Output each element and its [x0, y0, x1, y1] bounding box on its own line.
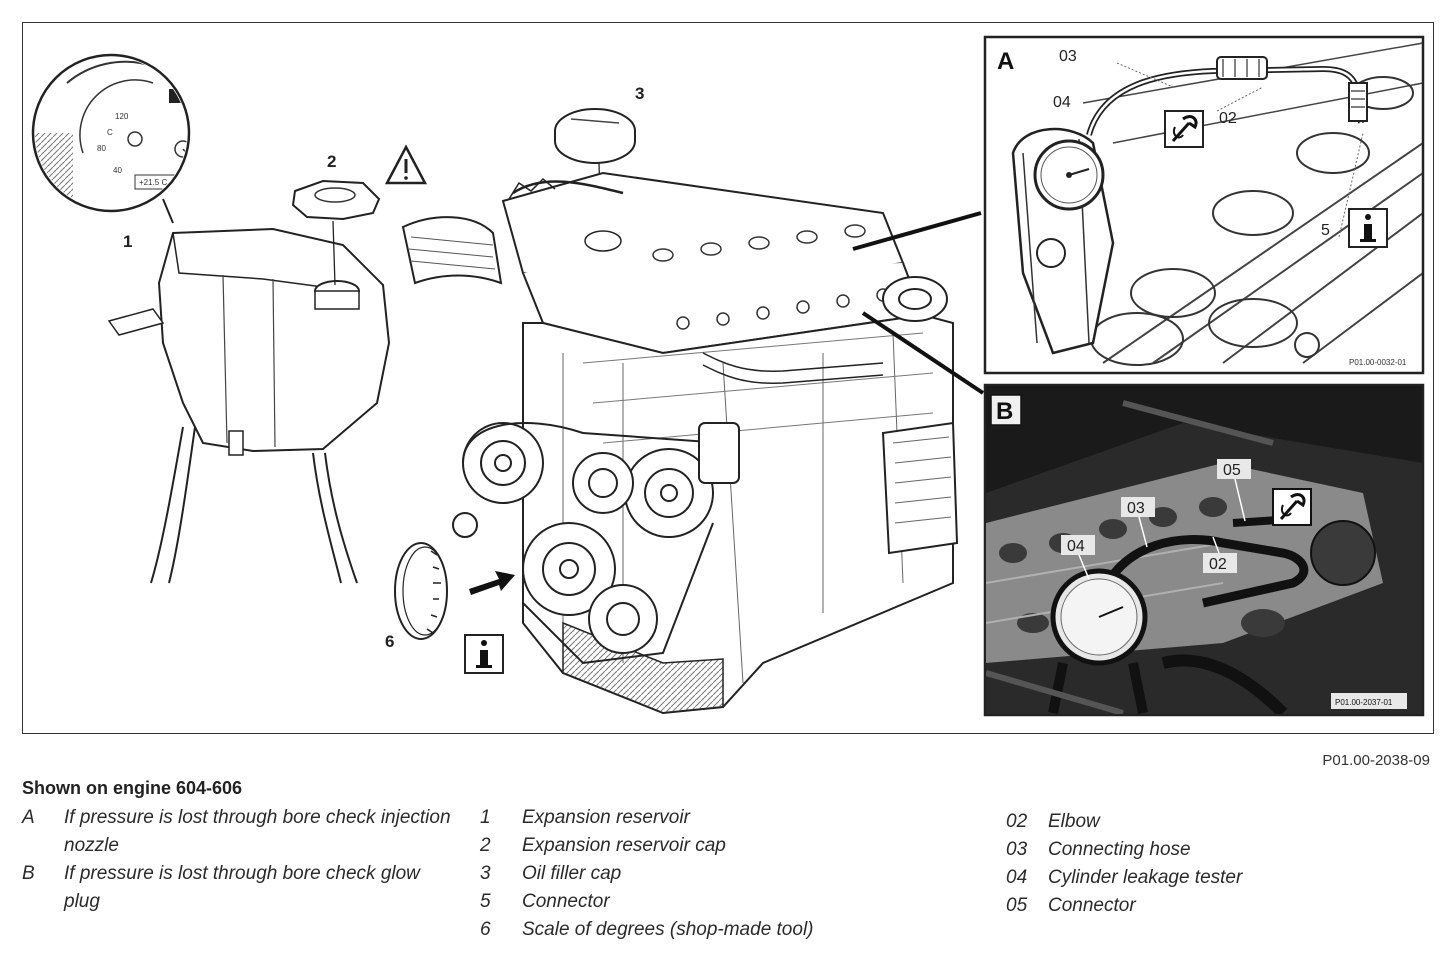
legend-key: 5: [480, 891, 491, 912]
legend-item: B If pressure is lost through bore check…: [22, 860, 462, 916]
gauge-tick-c: C: [107, 128, 113, 137]
legend-text: Connector: [522, 891, 610, 912]
legend-key: 03: [1006, 839, 1028, 860]
legend-key: A: [22, 807, 35, 828]
legend-text: Oil filler cap: [522, 863, 622, 884]
leader-line-b: [861, 311, 985, 395]
callout-a-04: 04: [1053, 94, 1071, 111]
legend-key: B: [22, 863, 35, 884]
special-tool-icon: [1272, 488, 1312, 526]
expansion-reservoir: [107, 227, 391, 584]
figure-code: P01.00-2038-09: [1322, 752, 1430, 769]
callout-b-05: 05: [1223, 462, 1241, 479]
legend-text: Cylinder leakage tester: [1048, 867, 1243, 888]
legend-text: If pressure is lost through bore check g…: [64, 863, 420, 912]
inset-a-label: A: [997, 48, 1014, 75]
callout-b-02: 02: [1209, 556, 1227, 573]
callout-a-5: 5: [1321, 222, 1330, 239]
inset-a-code: P01.00-0032-01: [1349, 358, 1407, 367]
legend-key: 3: [480, 863, 491, 884]
legend-insets: A If pressure is lost through bore check…: [22, 804, 462, 916]
legend-item: 05 Connector: [1006, 892, 1426, 920]
legend-item: 3 Oil filler cap: [480, 860, 940, 888]
info-icon: [464, 634, 504, 674]
info-icon: [1348, 208, 1388, 248]
inset-b-code: P01.00-2037-01: [1335, 698, 1393, 707]
warning-triangle-icon: [384, 144, 428, 185]
inset-b-label: B: [996, 398, 1013, 425]
legend-text: Connecting hose: [1048, 839, 1191, 860]
inset-a: A 03 04 02 5 P01.00-0032-01: [983, 35, 1425, 375]
legend-key: 2: [480, 835, 491, 856]
legend-key: 05: [1006, 895, 1028, 916]
legend-key: 6: [480, 919, 491, 940]
arrow-icon: [469, 571, 515, 595]
legend-item: 02 Elbow: [1006, 808, 1426, 836]
gauge-readout: +21.5 C: [139, 178, 167, 187]
callout-b-04: 04: [1067, 538, 1085, 555]
engine-diagram: 120 C 80 40 +21.5 C 1 2: [31, 35, 1425, 717]
legend-item: 2 Expansion reservoir cap: [480, 832, 940, 860]
legend-key: 02: [1006, 811, 1028, 832]
callout-6: 6: [385, 632, 394, 651]
legend-text: Connector: [1048, 895, 1136, 916]
legend-key: 04: [1006, 867, 1028, 888]
degree-scale-tool: [394, 542, 448, 640]
legend-key: 1: [480, 807, 491, 828]
callout-2: 2: [327, 152, 336, 171]
legend-text: Expansion reservoir cap: [522, 835, 726, 856]
legend-text: Elbow: [1048, 811, 1100, 832]
legend-item: 03 Connecting hose: [1006, 836, 1426, 864]
legend-item: 04 Cylinder leakage tester: [1006, 864, 1426, 892]
legend-item: 1 Expansion reservoir: [480, 804, 940, 832]
legend-tools: 02 Elbow 03 Connecting hose 04 Cylinder …: [1006, 808, 1426, 920]
expansion-reservoir-cap: [291, 179, 381, 286]
callout-1: 1: [123, 232, 132, 251]
special-tool-icon: [1164, 110, 1204, 148]
callout-a-03: 03: [1059, 48, 1077, 65]
engine-block: [401, 171, 959, 715]
legend-item: 5 Connector: [480, 888, 940, 916]
callout-3: 3: [635, 84, 644, 103]
legend-parts: 1 Expansion reservoir 2 Expansion reserv…: [480, 804, 940, 944]
legend-text: Scale of degrees (shop-made tool): [522, 919, 814, 940]
legend-text: Expansion reservoir: [522, 807, 690, 828]
inset-b: B 05 03 04 02 P01.00-2037-01: [983, 383, 1425, 717]
legend-title: Shown on engine 604-606: [22, 778, 243, 798]
callout-a-02: 02: [1219, 110, 1237, 127]
gauge-tick-80: 80: [97, 144, 106, 153]
legend-item: A If pressure is lost through bore check…: [22, 804, 462, 860]
leader-line-a: [852, 211, 982, 251]
gauge-tick-120: 120: [115, 112, 129, 121]
legend-text: If pressure is lost through bore check i…: [64, 807, 451, 856]
callout-b-03: 03: [1127, 500, 1145, 517]
diagram-frame: 120 C 80 40 +21.5 C 1 2: [22, 22, 1434, 734]
gauge-tick-40: 40: [113, 166, 122, 175]
temperature-gauge-magnifier: 120 C 80 40 +21.5 C: [31, 53, 191, 224]
legend-item: 6 Scale of degrees (shop-made tool): [480, 916, 940, 944]
